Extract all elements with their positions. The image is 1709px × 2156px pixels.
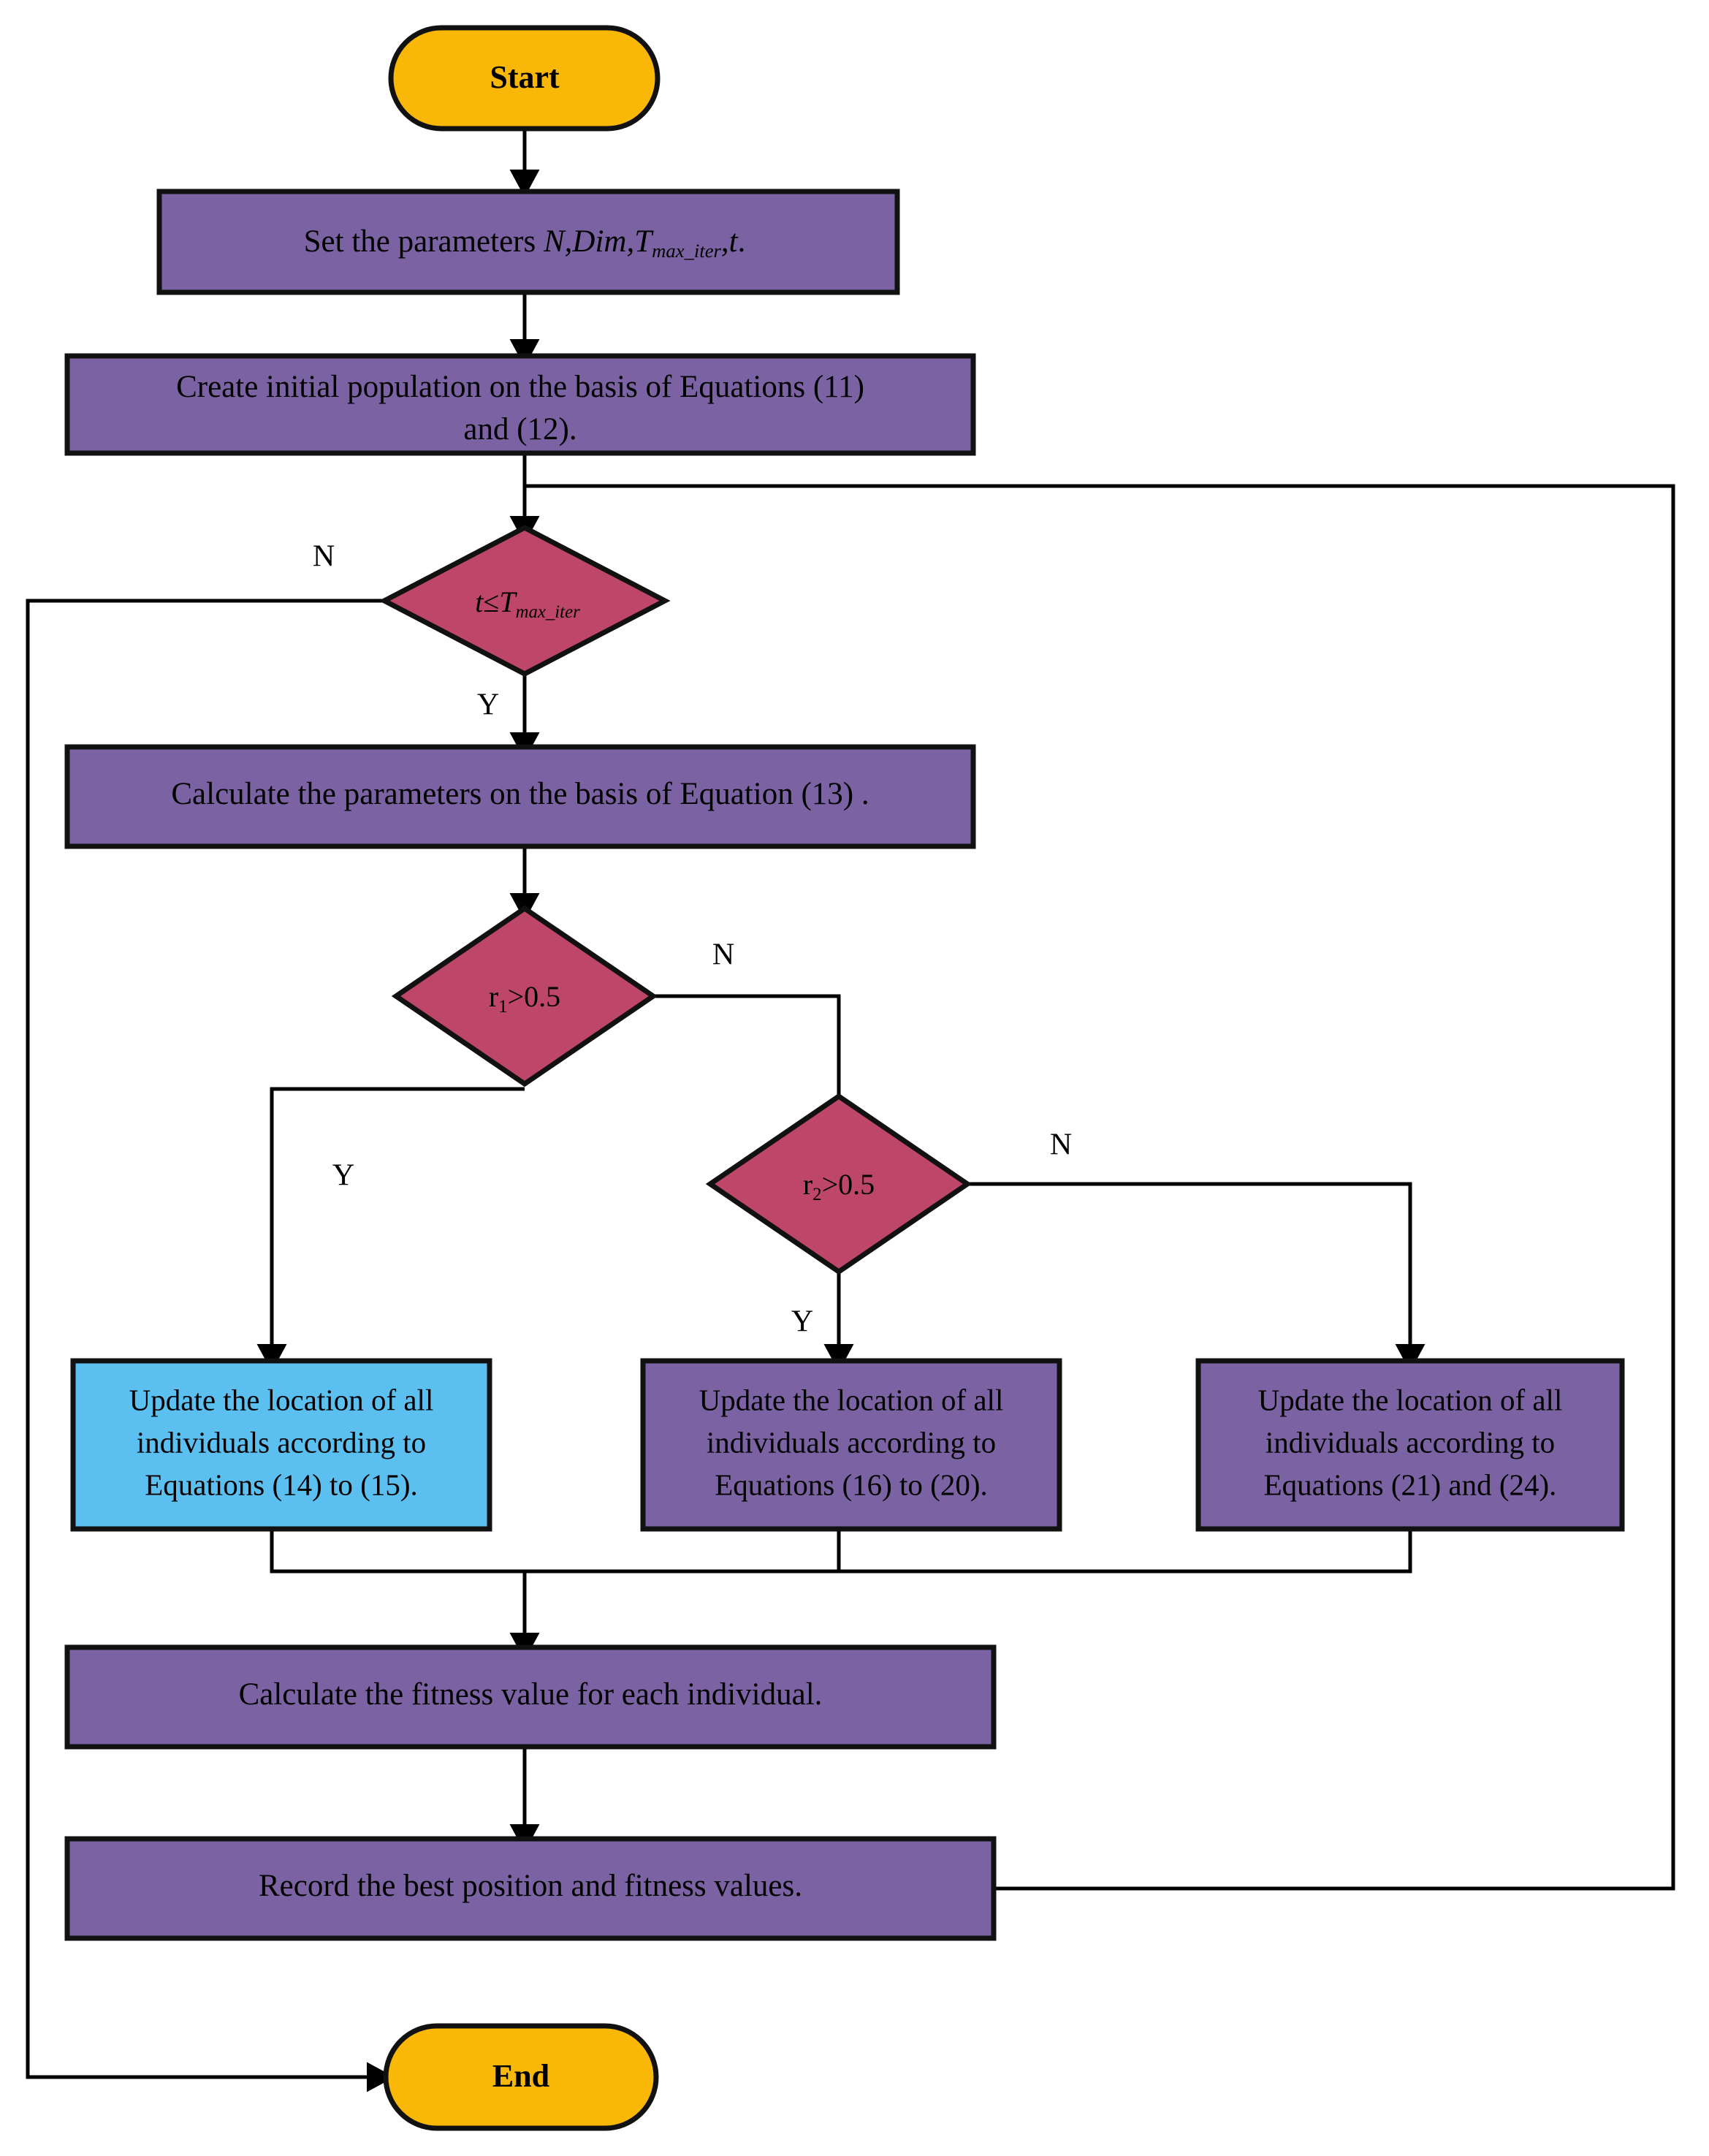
check-r1-shape — [391, 905, 658, 1088]
node-check-iteration[interactable]: t≤Tmax_iter — [378, 525, 671, 677]
update-eq-14-15-line-2: individuals according to — [137, 1425, 426, 1459]
create-population-line-1: Create initial population on the basis o… — [176, 370, 864, 404]
node-end[interactable]: End — [383, 2023, 659, 2131]
update-eq-14-15-shape — [70, 1358, 492, 1532]
update-eq-21-24-line-3: Equations (21) and (24). — [1264, 1468, 1557, 1501]
calc-fitness-shape — [64, 1644, 997, 1750]
edge-check-iteration-no-to-end — [26, 599, 395, 2092]
edge-check-r1-no-to-check-r2 — [650, 994, 854, 1145]
check-r2-label: r2>0.5 — [803, 1168, 875, 1204]
branch-label-iteration-yes: Y — [477, 688, 499, 722]
edge-update-14-15-merge — [270, 1529, 525, 1574]
edge-check-r2-no-to-update-21-24 — [964, 1182, 1426, 1372]
set-parameters-label: Set the parameters N,Dim,Tmax_iter,t. — [304, 224, 746, 262]
update-eq-21-24-shape — [1195, 1358, 1625, 1532]
create-population-shape — [64, 353, 976, 456]
update-eq-16-20-shape — [640, 1358, 1062, 1532]
check-r2-shape — [705, 1093, 973, 1275]
branch-label-r1-no: N — [712, 938, 734, 972]
update-eq-21-24-line-2: individuals according to — [1265, 1425, 1555, 1459]
node-create-population[interactable]: Create initial population on the basis o… — [64, 353, 976, 456]
node-start[interactable]: Start — [388, 25, 661, 132]
update-eq-14-15-line-3: Equations (14) to (15). — [145, 1468, 417, 1501]
edges-layer — [26, 129, 1675, 2092]
record-best-shape — [64, 1836, 997, 1941]
node-check-r2[interactable]: r2>0.5 — [705, 1093, 973, 1275]
calc-fitness-label: Calculate the fitness value for each ind… — [239, 1677, 823, 1712]
branch-labels-layer: N Y N Y N Y — [313, 540, 1072, 1339]
create-population-line-2: and (12). — [463, 412, 576, 447]
node-calc-fitness[interactable]: Calculate the fitness value for each ind… — [64, 1644, 997, 1750]
calc-parameters-shape — [64, 744, 976, 849]
update-eq-16-20-line-3: Equations (16) to (20). — [715, 1468, 987, 1501]
node-update-eq-21-24[interactable]: Update the location of all individuals a… — [1195, 1358, 1625, 1532]
start-label: Start — [490, 59, 560, 95]
edge-check-r1-yes-to-update-14-15 — [256, 1087, 525, 1372]
end-shape — [383, 2023, 659, 2131]
branch-label-r2-no: N — [1050, 1128, 1072, 1162]
update-eq-16-20-line-2: individuals according to — [707, 1425, 996, 1459]
update-eq-14-15-line-1: Update the location of all — [129, 1383, 434, 1416]
edge-update-16-20-merge — [525, 1529, 841, 1574]
end-label: End — [492, 2058, 549, 2094]
record-best-label: Record the best position and fitness val… — [259, 1869, 802, 1903]
branch-label-r1-yes: Y — [332, 1159, 354, 1193]
node-record-best[interactable]: Record the best position and fitness val… — [64, 1836, 997, 1941]
node-update-eq-14-15[interactable]: Update the location of all individuals a… — [70, 1358, 492, 1532]
update-eq-21-24-line-1: Update the location of all — [1258, 1383, 1563, 1416]
start-shape — [388, 25, 661, 132]
node-set-parameters[interactable]: Set the parameters N,Dim,Tmax_iter,t. — [156, 189, 900, 295]
node-update-eq-16-20[interactable]: Update the location of all individuals a… — [640, 1358, 1062, 1532]
check-iteration-label: t≤Tmax_iter — [475, 585, 580, 622]
calc-parameters-label: Calculate the parameters on the basis of… — [171, 777, 869, 811]
check-r1-label: r1>0.5 — [489, 980, 560, 1017]
set-parameters-shape — [156, 189, 900, 295]
edge-update-21-24-merge — [525, 1529, 1412, 1574]
check-iteration-shape — [378, 525, 671, 677]
branch-label-iteration-no: N — [313, 540, 335, 574]
branch-label-r2-yes: Y — [791, 1305, 813, 1339]
node-check-r1[interactable]: r1>0.5 — [391, 905, 658, 1088]
edge-record-best-feedback-loop — [525, 484, 1675, 1891]
update-eq-16-20-line-1: Update the location of all — [699, 1383, 1004, 1416]
node-calc-parameters[interactable]: Calculate the parameters on the basis of… — [64, 744, 976, 849]
